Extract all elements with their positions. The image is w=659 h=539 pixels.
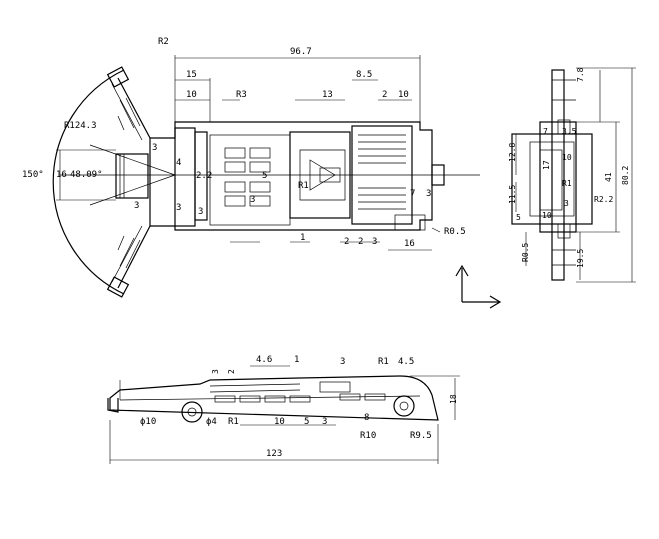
side-dim-80-2: 80.2 [621,166,630,185]
side-dim-7-8: 7.8 [576,67,585,82]
front-dim-4-5: 4.5 [398,357,414,367]
side-dim-12-8: 12.8 [508,143,517,162]
dim-7: 7 [410,189,415,199]
dim-3f: 3 [426,189,431,199]
front-dim-r9-5: R9.5 [410,431,432,441]
side-dim-r1: R1 [562,179,572,188]
front-dim-2: 2 [227,369,236,374]
front-dim-r10: R10 [360,431,376,441]
dim-3g: 3 [372,237,377,247]
view-arrow-icon [455,264,502,309]
dim-r3: R3 [236,90,247,100]
dim-10b: 10 [398,90,409,100]
dim-r2: R2 [158,37,169,47]
dim-13: 13 [322,90,333,100]
dim-10a: 10 [186,90,197,100]
side-dim-3: 3 [564,199,569,208]
side-dim-r2-2: R2.2 [594,195,613,204]
front-dim-r1a: R1 [378,357,389,367]
dim-2a: 2 [382,90,387,100]
side-dim-10a: 10 [562,153,572,162]
dim-r1: R1 [298,181,309,191]
front-dim-phi4: ϕ4 [206,417,217,427]
dim-1: 1 [300,233,305,243]
front-view: 4.6 1 3 2 3 R1 4.5 18 ϕ10 ϕ4 R1 10 5 3 8… [107,355,460,464]
side-dim-17: 17 [542,160,551,170]
dim-150deg: 150° [22,170,44,180]
dim-3d: 3 [198,207,203,217]
front-dim-5: 5 [304,417,309,427]
front-dim-8: 8 [364,413,369,423]
dim-2-2: 2.2 [196,171,212,181]
front-dim-4-6: 4.6 [256,355,272,365]
front-dim-3c: 3 [322,417,327,427]
front-dim-3a: 3 [211,369,220,374]
dim-16b: 16 [404,239,415,249]
front-dim-1: 1 [294,355,299,365]
side-view: 7.8 12.8 11.5 5 R0.5 7 3.5 10 17 R1 3 10… [508,67,636,283]
dim-r0-5: R0.5 [444,227,466,237]
dim-5: 5 [262,171,267,181]
dim-r124-3: R124.3 [64,121,97,131]
dim-3c: 3 [176,203,181,213]
dim-96-7: 96.7 [290,47,312,57]
dim-48deg: 48.09° [70,170,103,180]
front-dim-10: 10 [274,417,285,427]
front-dim-3b: 3 [340,357,345,367]
side-dim-r0-5: R0.5 [521,243,530,262]
side-dim-41: 41 [604,172,613,182]
front-dim-phi10: ϕ10 [140,417,156,427]
top-view: 96.7 15 10 R3 13 8.5 2 10 R2 R124.3 150°… [22,37,480,298]
dim-3a: 3 [152,143,157,153]
dim-2b: 2 [344,237,349,247]
side-dim-19-5: 19.5 [576,249,585,268]
dim-8-5: 8.5 [356,70,372,80]
dim-16: 16 [56,170,67,180]
dim-4: 4 [176,158,181,168]
side-dim-10b: 10 [542,211,552,220]
side-dim-3-5: 3.5 [562,127,577,136]
front-dim-18: 18 [449,394,458,404]
side-dim-5: 5 [516,213,521,222]
dim-3e: 3 [250,195,255,205]
side-dim-11-5: 11.5 [508,185,517,204]
front-dim-123: 123 [266,449,282,459]
dim-2c: 2 [358,237,363,247]
front-dim-r1b: R1 [228,417,239,427]
side-dim-7: 7 [543,127,548,136]
dim-15: 15 [186,70,197,80]
dim-3b: 3 [134,201,139,211]
